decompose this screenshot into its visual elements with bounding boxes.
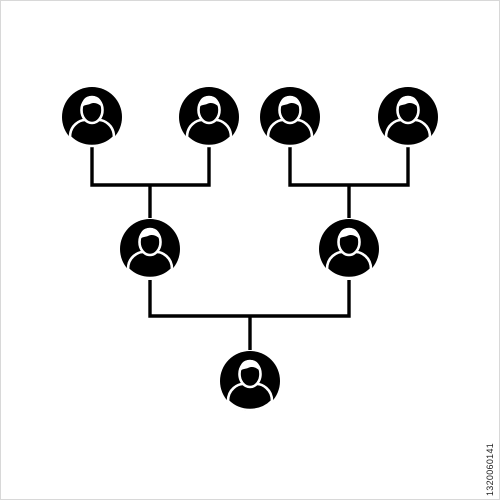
- connector-parents: [148, 280, 351, 350]
- person-avatar-icon: [60, 85, 124, 149]
- stock-image-id: 1320060141: [485, 442, 495, 496]
- person-avatar-icon: [218, 349, 282, 413]
- person-avatar-icon: [376, 85, 440, 149]
- person-avatar-icon: [317, 217, 381, 281]
- connector-grandparents-left: [90, 146, 211, 218]
- person-avatar-icon: [177, 85, 241, 149]
- person-avatar-icon: [118, 217, 182, 281]
- connector-lines: [90, 146, 410, 350]
- person-avatar-icon: [258, 85, 322, 149]
- connector-grandparents-right: [288, 146, 410, 218]
